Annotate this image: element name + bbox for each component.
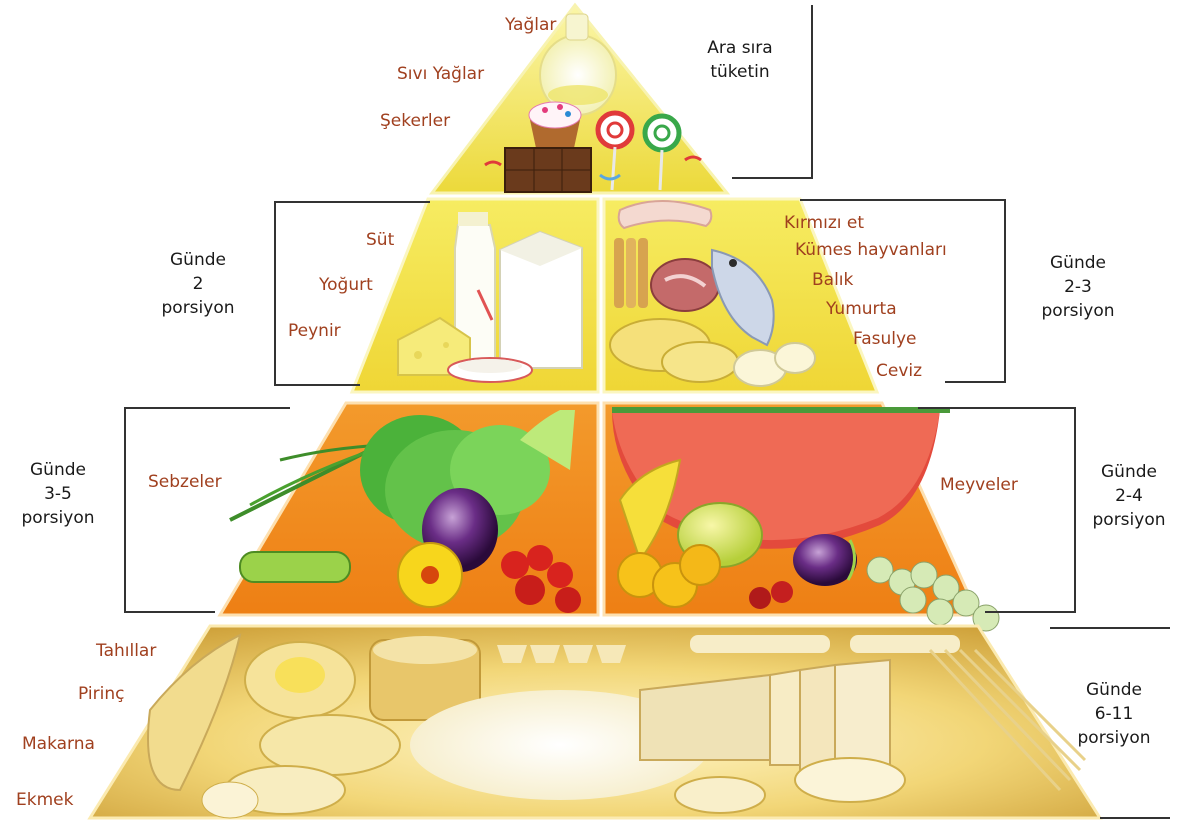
serving-grains-line1: Günde	[1054, 678, 1174, 702]
label-makarna: Makarna	[22, 736, 95, 753]
tier-dairy	[352, 199, 598, 392]
label-kirmizi-et: Kırmızı et	[784, 215, 864, 232]
serving-dairy-line2: 2	[138, 272, 258, 296]
serving-top-line1: Ara sıra	[690, 36, 790, 60]
serving-protein-line2: 2-3	[1018, 275, 1138, 299]
tier-grains	[90, 626, 1100, 818]
label-meyveler: Meyveler	[940, 477, 1018, 494]
label-sivi-yaglar: Sıvı Yağlar	[397, 66, 484, 83]
serving-dairy-line1: Günde	[138, 248, 258, 272]
label-yaglar: Yağlar	[505, 17, 556, 34]
label-yumurta: Yumurta	[826, 301, 897, 318]
label-yogurt: Yoğurt	[319, 277, 373, 294]
label-sebzeler: Sebzeler	[148, 474, 222, 491]
serving-fruits: Günde 2-4 porsiyon	[1080, 460, 1178, 532]
label-ceviz: Ceviz	[876, 363, 922, 380]
label-peynir: Peynir	[288, 323, 341, 340]
serving-grains-line2: 6-11	[1054, 702, 1174, 726]
serving-protein-line1: Günde	[1018, 251, 1138, 275]
serving-vegetables: Günde 3-5 porsiyon	[0, 458, 116, 530]
label-fasulye: Fasulye	[853, 331, 917, 348]
serving-top: Ara sıra tüketin	[690, 36, 790, 84]
serving-vegetables-line2: 3-5	[0, 482, 116, 506]
label-tahillar: Tahıllar	[96, 643, 156, 660]
label-kumes-hayvanlari: Kümes hayvanları	[795, 242, 947, 259]
label-ekmek: Ekmek	[16, 792, 73, 809]
serving-vegetables-line3: porsiyon	[0, 506, 116, 530]
serving-top-line2: tüketin	[690, 60, 790, 84]
tier-fruits	[604, 403, 999, 631]
label-pirinc: Pirinç	[78, 686, 124, 703]
serving-vegetables-line1: Günde	[0, 458, 116, 482]
serving-grains: Günde 6-11 porsiyon	[1054, 678, 1174, 750]
bracket-top	[732, 5, 812, 178]
serving-protein: Günde 2-3 porsiyon	[1018, 251, 1138, 323]
serving-fruits-line3: porsiyon	[1080, 508, 1178, 532]
label-sekerler: Şekerler	[380, 113, 450, 130]
serving-dairy: Günde 2 porsiyon	[138, 248, 258, 320]
tier-oils-sugars	[432, 5, 727, 193]
serving-protein-line3: porsiyon	[1018, 299, 1138, 323]
serving-fruits-line1: Günde	[1080, 460, 1178, 484]
label-balik: Balık	[812, 272, 853, 289]
serving-fruits-line2: 2-4	[1080, 484, 1178, 508]
label-sut: Süt	[366, 232, 394, 249]
serving-grains-line3: porsiyon	[1054, 726, 1174, 750]
tier-vegetables	[220, 403, 598, 615]
serving-dairy-line3: porsiyon	[138, 296, 258, 320]
